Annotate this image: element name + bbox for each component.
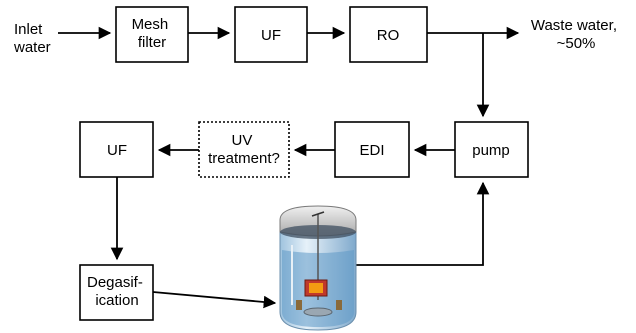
arrow-degas-to-tank <box>152 291 277 309</box>
pump-box: pump <box>454 121 529 178</box>
edi-box: EDI <box>334 121 410 178</box>
svg-text:RO: RO <box>377 27 400 44</box>
uf-top-box: UF <box>234 6 308 63</box>
arrow-tank-to-pump <box>355 181 490 266</box>
inlet-label: Inlet water <box>13 21 51 56</box>
svg-text:EDI: EDI <box>359 142 384 159</box>
svg-text:UV treatment?: UV treatment? <box>208 132 280 167</box>
degasification-box: Degasif- ication <box>79 264 154 321</box>
svg-text:UF: UF <box>107 142 127 159</box>
storage-tank-image <box>279 205 357 331</box>
uv-treatment-box: UV treatment? <box>198 121 290 178</box>
mesh-filter-box: Mesh filter <box>115 6 189 63</box>
svg-text:Degasif- ication: Degasif- ication <box>87 274 147 309</box>
ro-box: RO <box>349 6 428 63</box>
waste-label: Waste water, ~50% <box>531 17 621 52</box>
svg-text:pump: pump <box>472 142 510 159</box>
uf-left-box: UF <box>79 121 154 178</box>
svg-text:Mesh filter: Mesh filter <box>132 16 173 51</box>
svg-text:UF: UF <box>261 27 281 44</box>
